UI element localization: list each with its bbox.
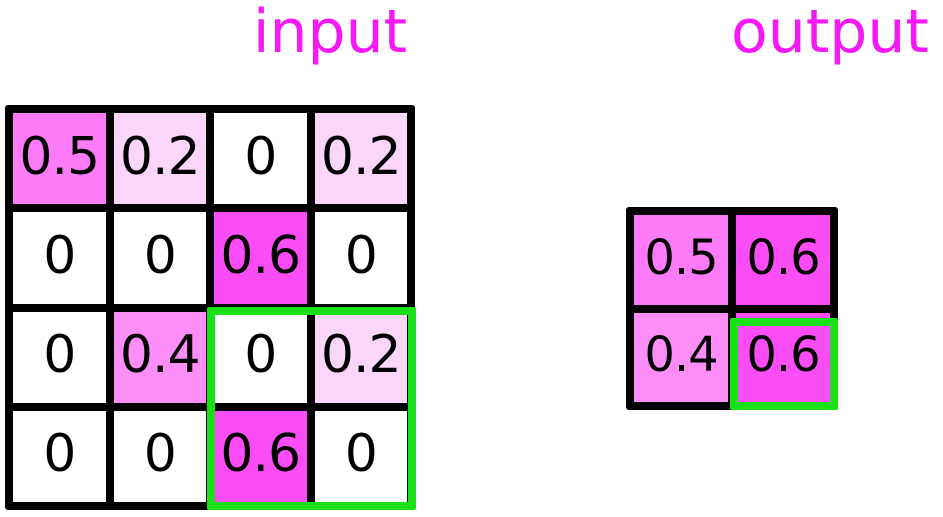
input-cell-value: 0.5 — [19, 126, 100, 187]
input-cell-value: 0 — [143, 424, 177, 485]
input-cell-r0-c2: 0 — [214, 113, 307, 205]
input-cell-value: 0 — [43, 325, 76, 386]
input-cell-value: 0 — [143, 225, 177, 286]
input-cell-r1-c3: 0 — [314, 212, 407, 304]
output-cell-r1-c1: 0.6 — [736, 312, 830, 402]
input-cell-r3-c0: 0 — [13, 410, 106, 502]
input-cell-value: 0 — [344, 424, 378, 485]
input-cell-value: 0 — [344, 225, 378, 286]
input-cell-r1-c1: 0 — [113, 212, 206, 304]
input-label: input — [252, 0, 408, 67]
input-cell-value: 0.2 — [320, 126, 402, 187]
input-cell-r2-c2: 0 — [214, 311, 307, 403]
input-cell-value: 0.6 — [220, 225, 301, 286]
output-matrix-grid: 0.5 0.6 0.4 0.6 — [626, 207, 838, 410]
input-cell-r1-c0: 0 — [13, 212, 106, 304]
input-cell-r1-c2: 0.6 — [214, 212, 307, 304]
input-cell-value: 0 — [43, 424, 76, 485]
output-cell-value: 0.6 — [746, 229, 820, 286]
input-cell-r0-c3: 0.2 — [314, 113, 407, 205]
output-cell-value: 0.6 — [746, 327, 820, 384]
output-cell-r0-c1: 0.6 — [736, 215, 830, 305]
input-cell-value: 0 — [43, 225, 76, 286]
input-cell-value: 0 — [244, 325, 277, 386]
input-cell-r2-c0: 0 — [13, 311, 106, 403]
output-cell-value: 0.4 — [644, 327, 718, 384]
input-cell-r3-c3: 0 — [314, 410, 407, 502]
input-cell-value: 0.4 — [119, 325, 201, 386]
input-cell-value: 0.2 — [119, 126, 201, 187]
input-cell-value: 0.2 — [320, 325, 402, 386]
output-cell-r0-c0: 0.5 — [634, 215, 728, 305]
input-cell-r3-c1: 0 — [113, 410, 206, 502]
output-label: output — [731, 0, 929, 67]
output-cell-value: 0.5 — [644, 229, 718, 286]
output-cell-r1-c0: 0.4 — [634, 312, 728, 402]
input-cell-r2-c1: 0.4 — [113, 311, 206, 403]
input-cell-value: 0 — [244, 126, 277, 187]
input-cell-r0-c1: 0.2 — [113, 113, 206, 205]
input-cell-r3-c2: 0.6 — [214, 410, 307, 502]
input-matrix-grid: 0.5 0.2 0 0.2 0 0 0.6 0 0 0.4 0 0.2 0 0 0.6 0 — [5, 105, 415, 510]
input-cell-r0-c0: 0.5 — [13, 113, 106, 205]
input-cell-value: 0.6 — [220, 424, 301, 485]
input-cell-r2-c3: 0.2 — [314, 311, 407, 403]
